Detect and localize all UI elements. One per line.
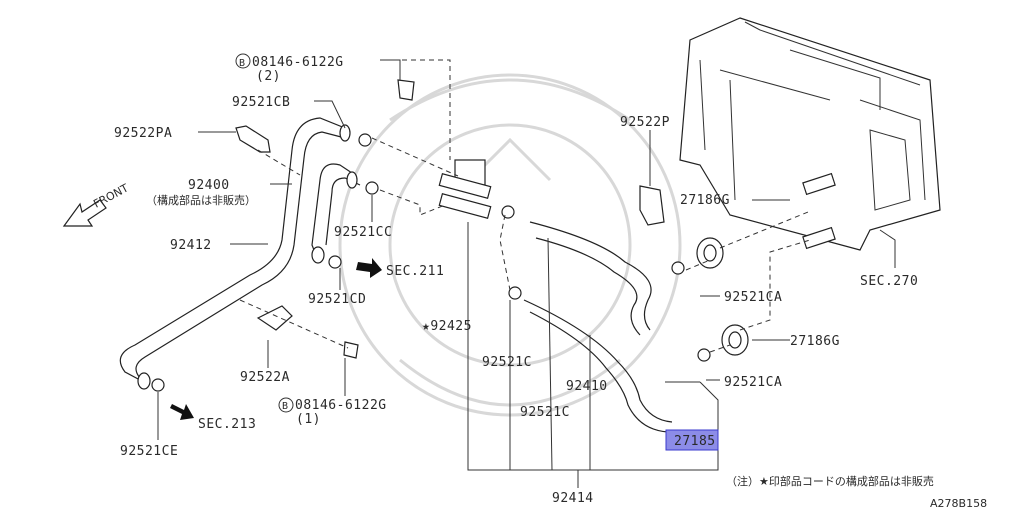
label-sec213: SEC.213 (198, 417, 256, 432)
label-bolt-bottom-qty: (1) (296, 412, 321, 427)
label-92521CD: 92521CD (308, 292, 366, 307)
label-92522P: 92522P (620, 115, 670, 130)
label-92400-note: （構成部品は非販売） (146, 193, 256, 207)
clip-92522PA (235, 125, 271, 153)
front-arrow-icon (62, 199, 107, 227)
drawing-code: A278B158 (930, 497, 987, 510)
bracket-92522A (256, 305, 293, 331)
label-92521CA-b: 92521CA (724, 375, 782, 390)
grommets-27186G (696, 237, 749, 356)
bolt-marker-top: B (239, 58, 246, 69)
label-92521CE: 92521CE (120, 444, 178, 459)
label-92410: 92410 (566, 379, 608, 394)
label-92522A: 92522A (240, 370, 290, 385)
guide-lines (239, 59, 811, 353)
label-front: FRONT (91, 181, 131, 210)
label-92521CA-a: 92521CA (724, 290, 782, 305)
label-92521C-a: 92521C (482, 355, 532, 370)
label-bolt-top-qty: (2) (256, 69, 281, 84)
bolt-marker-bottom: B (282, 401, 289, 412)
hose-92410 (523, 221, 673, 433)
label-sec211: SEC.211 (386, 264, 444, 279)
label-bolt-top: 08146-6122G (252, 55, 344, 70)
label-92522PA: 92522PA (114, 126, 172, 141)
footnote: （注）★印部品コードの構成部品は非販売 (726, 474, 934, 488)
highlight-27185[interactable] (665, 429, 719, 451)
label-bolt-bottom: 08146-6122G (295, 398, 387, 413)
label-92521CB: 92521CB (232, 95, 290, 110)
water-valve (438, 159, 492, 220)
sec-arrow-icon (170, 258, 382, 420)
label-92425: ★92425 (422, 319, 472, 334)
label-27186G-a: 27186G (680, 193, 730, 208)
clamps (151, 133, 711, 392)
bolt-marker-icon (235, 53, 294, 413)
part-labels: B 08146-6122G (2) 92521CB 92522PA 92400 … (91, 55, 987, 510)
hose-92400 (119, 117, 361, 390)
label-27186G-b: 27186G (790, 334, 840, 349)
label-92400: 92400 (188, 178, 230, 193)
label-92521CC: 92521CC (334, 225, 392, 240)
bolts (343, 79, 415, 359)
label-92414: 92414 (552, 491, 594, 506)
label-92521C-b: 92521C (520, 405, 570, 420)
label-sec270: SEC.270 (860, 274, 918, 289)
label-92412: 92412 (170, 238, 212, 253)
label-27185: 27185 (674, 434, 716, 449)
heater-unit (679, 17, 941, 251)
bracket-92522P (639, 185, 665, 226)
leader-lines (157, 59, 790, 488)
